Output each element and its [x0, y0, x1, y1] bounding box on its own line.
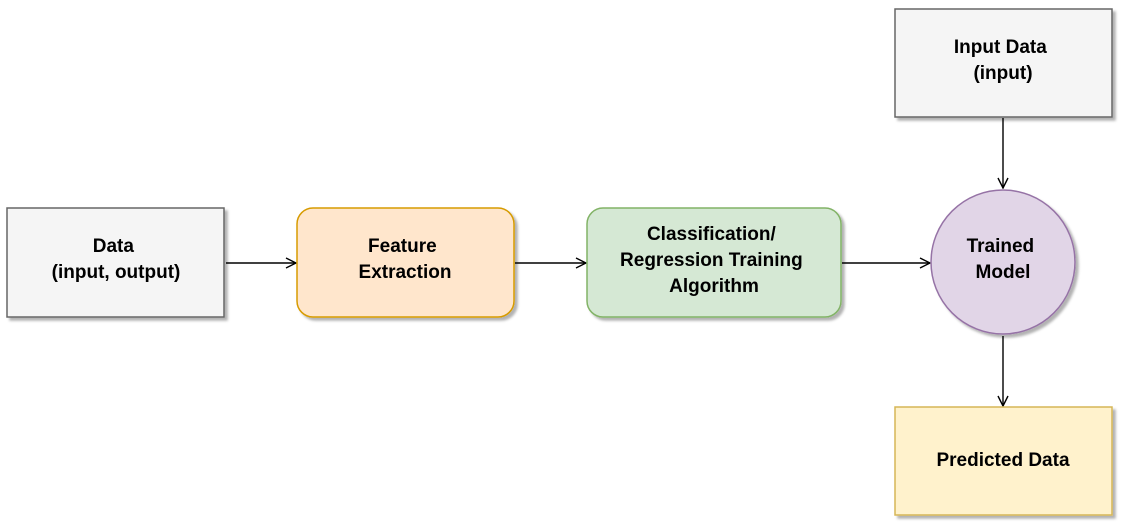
predicted-data-label: Predicted Data: [936, 450, 1069, 471]
trained-model-circle: [930, 189, 1076, 335]
node-input-data: Input Data (input): [894, 8, 1113, 118]
feature-extraction-label: Feature Extraction: [359, 236, 452, 283]
trained-model-label: Trained Model: [967, 236, 1040, 283]
edges: [226, 118, 1003, 406]
node-trained-model: Trained Model: [930, 189, 1076, 335]
input-data-label: Input Data (input): [954, 37, 1052, 84]
feature-extraction-box: [296, 207, 515, 318]
node-feature-extraction: Feature Extraction: [296, 207, 515, 318]
data-label: Data (input, output): [52, 236, 181, 283]
training-algorithm-label: Classification/ Regression Training Algo…: [620, 224, 808, 297]
input-data-box: [894, 8, 1113, 118]
training-algorithm-box: [586, 207, 842, 318]
node-predicted-data: Predicted Data: [894, 406, 1113, 516]
predicted-data-box: [894, 406, 1113, 516]
data-box: [6, 207, 225, 318]
node-data: Data (input, output): [6, 207, 225, 318]
node-training-algorithm: Classification/ Regression Training Algo…: [586, 207, 842, 318]
